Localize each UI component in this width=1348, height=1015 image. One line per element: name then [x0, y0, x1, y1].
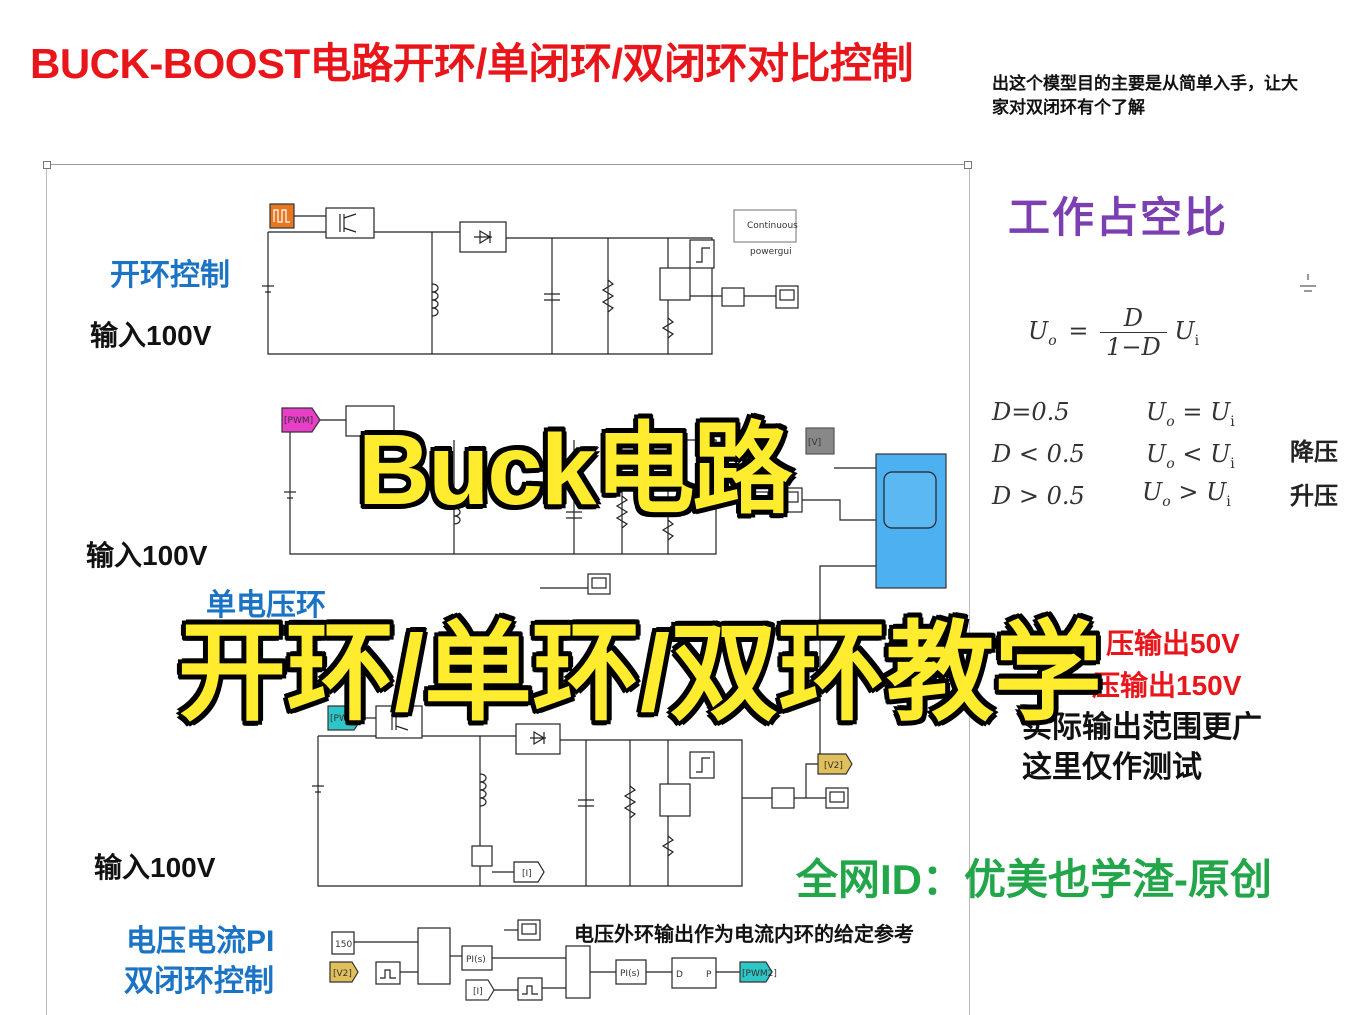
- pwm2-goto-text: [PWM2]: [742, 969, 777, 979]
- v2-from-text: [V2]: [333, 969, 352, 979]
- pi2-text: PI(s): [620, 969, 640, 979]
- pwm-d-text: D: [676, 970, 683, 980]
- canvas-handle-tr[interactable]: [964, 161, 972, 169]
- duty-row-2-relation: Uo > Ui: [1142, 478, 1231, 510]
- author-id: 全网ID：优美也学渣-原创: [796, 856, 1272, 903]
- step-down-tag: 降压: [1290, 439, 1338, 466]
- pi-label-line1: 电压电流PI: [126, 925, 275, 958]
- pi-inner-block: [615, 959, 647, 985]
- powergui-name-text: powergui: [750, 247, 792, 257]
- v2-from-block: [329, 961, 359, 983]
- i-tag-text: [I]: [522, 869, 532, 879]
- formula-denominator: 1−D: [1106, 333, 1161, 361]
- duty-row-0-relation: Uo = Ui: [1146, 398, 1235, 430]
- step-up-tag: 升压: [1290, 483, 1338, 510]
- powergui-mode-text: Continuous: [747, 221, 798, 231]
- duty-formula: Uo = D 1−D Ui: [1028, 304, 1199, 361]
- input-voltage-label-2: 输入100V: [86, 540, 208, 571]
- duty-row-2-d: D > 0.5: [992, 482, 1085, 510]
- pi-label-line2: 双闭环控制: [124, 965, 274, 998]
- model-canvas[interactable]: [46, 164, 970, 1015]
- input-voltage-label-3: 输入100V: [94, 852, 216, 883]
- const-150-block: [331, 931, 355, 955]
- range-note: 实际输出范围更广: [1022, 711, 1262, 744]
- single-loop-circuit: [281, 405, 947, 595]
- const-150-text: 150: [335, 940, 352, 950]
- right-circuit-sketch: [1300, 274, 1316, 292]
- formula-numerator: D: [1100, 304, 1167, 333]
- pi1-text: PI(s): [466, 955, 486, 965]
- sum-block-1: [721, 287, 745, 307]
- formula-eq: =: [1068, 317, 1089, 345]
- pwm2-from-block: [327, 705, 363, 731]
- open-loop-circuit: [262, 203, 799, 355]
- formula-rhs: U: [1174, 317, 1195, 345]
- v2-tag-text: [V2]: [824, 761, 843, 771]
- igbt-block: [325, 207, 375, 239]
- duty-row-1-d: D < 0.5: [992, 440, 1085, 468]
- model-note: 出这个模型目的主要是从简单入手，让大家对双闭环有个了解: [992, 74, 1298, 117]
- formula-lhs-sub: o: [1048, 332, 1057, 349]
- open-loop-label: 开环控制: [110, 259, 230, 292]
- v2-goto-block: [817, 753, 853, 775]
- v-goto-block: [805, 427, 835, 455]
- sum-block-outer: [417, 927, 451, 985]
- pwm-generator-block: [671, 957, 717, 989]
- voltage-measure-block: [659, 267, 691, 301]
- test-note: 这里仅作测试: [1022, 751, 1202, 784]
- overlay-caption-2: 开环/单环/双环教学: [178, 612, 1103, 733]
- pwm2-goto-block: [739, 961, 773, 983]
- input-voltage-label-1: 输入100V: [90, 320, 212, 351]
- sum-block-inner: [565, 945, 591, 999]
- page-title: BUCK-BOOST电路开环/单闭环/双闭环对比控制: [30, 40, 914, 87]
- canvas-handle-tl[interactable]: [43, 161, 51, 169]
- formula-rhs-sub: i: [1194, 332, 1200, 349]
- dual-loop-circuit: [312, 586, 853, 887]
- pi-control-chain: [329, 919, 773, 1001]
- pwm-tag-text: [PWM]: [284, 416, 313, 426]
- v-tag-text: [V]: [808, 438, 821, 448]
- powergui-block: [733, 209, 797, 243]
- pwm-p-text: P: [706, 970, 712, 980]
- step-down-output: 压输出50V: [1106, 628, 1240, 659]
- duty-cycle-title: 工作占空比: [1008, 194, 1229, 241]
- formula-lhs: U: [1028, 317, 1049, 345]
- duty-row-0-d: D=0.5: [992, 398, 1070, 426]
- overlay-caption-1: Buck电路: [358, 414, 793, 526]
- single-voltage-loop-label: 单电压环: [206, 589, 326, 622]
- step-up-output: 压输出150V: [1092, 670, 1242, 701]
- pwm2-tag-left-text: [PWM2]: [330, 714, 365, 724]
- pwm-from-block: [281, 407, 321, 433]
- pi-chain-note: 电压外环输出作为电流内环的给定参考: [574, 924, 914, 946]
- duty-row-1-relation: Uo < Ui: [1146, 440, 1235, 472]
- i-from-text: [I]: [473, 987, 483, 997]
